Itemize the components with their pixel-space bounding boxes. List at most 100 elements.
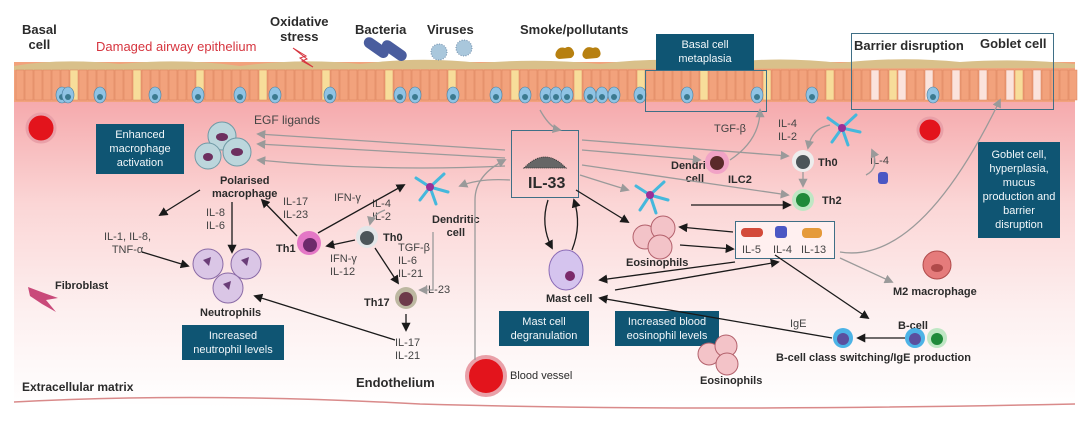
basal-cell-nucleus bbox=[272, 94, 278, 100]
basal-cell-nucleus bbox=[97, 94, 103, 100]
epithelial-cell bbox=[510, 69, 520, 101]
epithelial-cell bbox=[1068, 69, 1078, 101]
basal-cell-nucleus bbox=[637, 94, 643, 100]
epithelial-cell bbox=[573, 69, 583, 101]
eosinophils-mid-label: Eosinophils bbox=[626, 257, 689, 269]
bacteria-label: Bacteria bbox=[355, 22, 407, 37]
epithelial-cell bbox=[51, 69, 61, 101]
smoke-label: Smoke/pollutants bbox=[520, 22, 629, 37]
th0-left-label: Th0 bbox=[383, 232, 403, 244]
epithelial-cell bbox=[42, 69, 52, 101]
mast-cell-label: Mast cell bbox=[546, 293, 593, 305]
epithelial-cells bbox=[15, 69, 1078, 104]
goblet-hyperplasia-box: Goblet cell, hyperplasia, mucus producti… bbox=[978, 142, 1060, 238]
epithelial-cell bbox=[15, 69, 25, 101]
basal-cell-nucleus bbox=[327, 94, 333, 100]
basal-metaplasia-box: Basal cell metaplasia bbox=[656, 34, 754, 70]
polarised-macrophage-label: Polarised macrophage bbox=[212, 175, 278, 200]
damaged-epithelium-label: Damaged airway epithelium bbox=[96, 39, 257, 54]
epithelial-cell bbox=[438, 69, 448, 101]
epithelial-cell bbox=[348, 69, 358, 101]
basal-cell-nucleus bbox=[450, 94, 456, 100]
epithelial-cell bbox=[816, 69, 826, 101]
epithelial-cell bbox=[429, 69, 439, 101]
epithelial-cell bbox=[105, 69, 115, 101]
oxidative-stress-label: Oxidative stress bbox=[270, 14, 329, 44]
epithelial-cell bbox=[123, 69, 133, 101]
il33-label: IL-33 bbox=[528, 175, 566, 192]
basal-cell-nucleus bbox=[237, 94, 243, 100]
basal-cell-nucleus bbox=[397, 94, 403, 100]
basal-cell-label: Basal cell bbox=[22, 22, 57, 52]
il23-label: IL-23 bbox=[425, 284, 451, 296]
epithelial-cell bbox=[87, 69, 97, 101]
ifng-top-label: IFN-γ bbox=[334, 192, 361, 204]
epithelial-cell bbox=[780, 69, 790, 101]
basal-cell-nucleus bbox=[930, 94, 936, 100]
epithelial-cell bbox=[1005, 69, 1015, 101]
epithelial-cell bbox=[384, 69, 394, 101]
ifng-il12-label: IFN-γ IL-12 bbox=[330, 253, 357, 278]
tissue-bottom-edge bbox=[13, 396, 1076, 409]
basal-metaplasia-frame bbox=[645, 70, 767, 112]
epithelial-cell bbox=[357, 69, 367, 101]
basal-cell-nucleus bbox=[611, 94, 617, 100]
fibroblast-label: Fibroblast bbox=[55, 280, 109, 292]
epithelial-cell bbox=[339, 69, 349, 101]
epithelial-cell bbox=[420, 69, 430, 101]
epithelial-cell bbox=[618, 69, 628, 101]
th17-label: Th17 bbox=[364, 297, 390, 309]
th0-right-label: Th0 bbox=[818, 157, 838, 169]
epithelial-cell bbox=[1041, 69, 1051, 101]
goblet-cell-label: Goblet cell bbox=[980, 36, 1047, 51]
epithelial-cell bbox=[996, 69, 1006, 101]
epithelial-cell bbox=[132, 69, 142, 101]
viruses-label: Viruses bbox=[427, 22, 474, 37]
il17-il21-label: IL-17 IL-21 bbox=[395, 337, 421, 362]
il8-il6-label: IL-8 IL-6 bbox=[206, 207, 225, 232]
il1-il8-tnf-label: IL-1, IL-8, TNF-α bbox=[104, 231, 152, 256]
m2-macrophage-label: M2 macrophage bbox=[893, 286, 977, 298]
barrier-disruption-label: Barrier disruption bbox=[854, 38, 964, 53]
b-cell-switching-label: B-cell class switching/IgE production bbox=[776, 352, 971, 364]
increased-neutrophil-box: Increased neutrophil levels bbox=[182, 325, 284, 360]
dendritic-left-label: Dendritic cell bbox=[432, 214, 480, 239]
ilc2-label: ILC2 bbox=[728, 174, 752, 186]
epithelial-cell bbox=[501, 69, 511, 101]
epithelial-cell bbox=[249, 69, 259, 101]
egf-ligands-label: EGF ligands bbox=[254, 113, 321, 127]
il4-il2-left-label: IL-4 IL-2 bbox=[372, 198, 391, 223]
epithelial-cell bbox=[789, 69, 799, 101]
epithelial-cell bbox=[1014, 69, 1024, 101]
epithelial-cell bbox=[276, 69, 286, 101]
epithelial-cell bbox=[285, 69, 295, 101]
epithelial-cell bbox=[69, 69, 79, 101]
basal-cell-nucleus bbox=[587, 94, 593, 100]
il5-label: IL-5 bbox=[742, 244, 761, 256]
epithelial-cell bbox=[159, 69, 169, 101]
mucus-layer bbox=[14, 59, 1075, 70]
epithelial-cell bbox=[474, 69, 484, 101]
mast-degranulation-box: Mast cell degranulation bbox=[499, 311, 589, 346]
epithelial-cell bbox=[204, 69, 214, 101]
basal-cell-nucleus bbox=[522, 94, 528, 100]
epithelial-cell bbox=[591, 69, 601, 101]
epithelial-cell bbox=[1023, 69, 1033, 101]
il4-right-label: IL-4 bbox=[870, 155, 889, 167]
epithelial-cell bbox=[24, 69, 34, 101]
neutrophils-label: Neutrophils bbox=[200, 307, 262, 319]
epithelial-cell bbox=[33, 69, 43, 101]
basal-cell-nucleus bbox=[754, 94, 760, 100]
epithelial-cell bbox=[465, 69, 475, 101]
th2-label: Th2 bbox=[822, 195, 842, 207]
epithelial-cell bbox=[141, 69, 151, 101]
il13-label: IL-13 bbox=[801, 244, 827, 256]
basal-cell-nucleus bbox=[564, 94, 570, 100]
epithelial-cell bbox=[825, 69, 835, 101]
epithelial-cell bbox=[483, 69, 493, 101]
epithelial-cell bbox=[1050, 69, 1060, 101]
blood-vessel-label: Blood vessel bbox=[510, 370, 573, 382]
dendritic-mid-label: Dendritic cell bbox=[671, 160, 719, 185]
basal-cell-nucleus bbox=[195, 94, 201, 100]
epithelial-cell bbox=[213, 69, 223, 101]
